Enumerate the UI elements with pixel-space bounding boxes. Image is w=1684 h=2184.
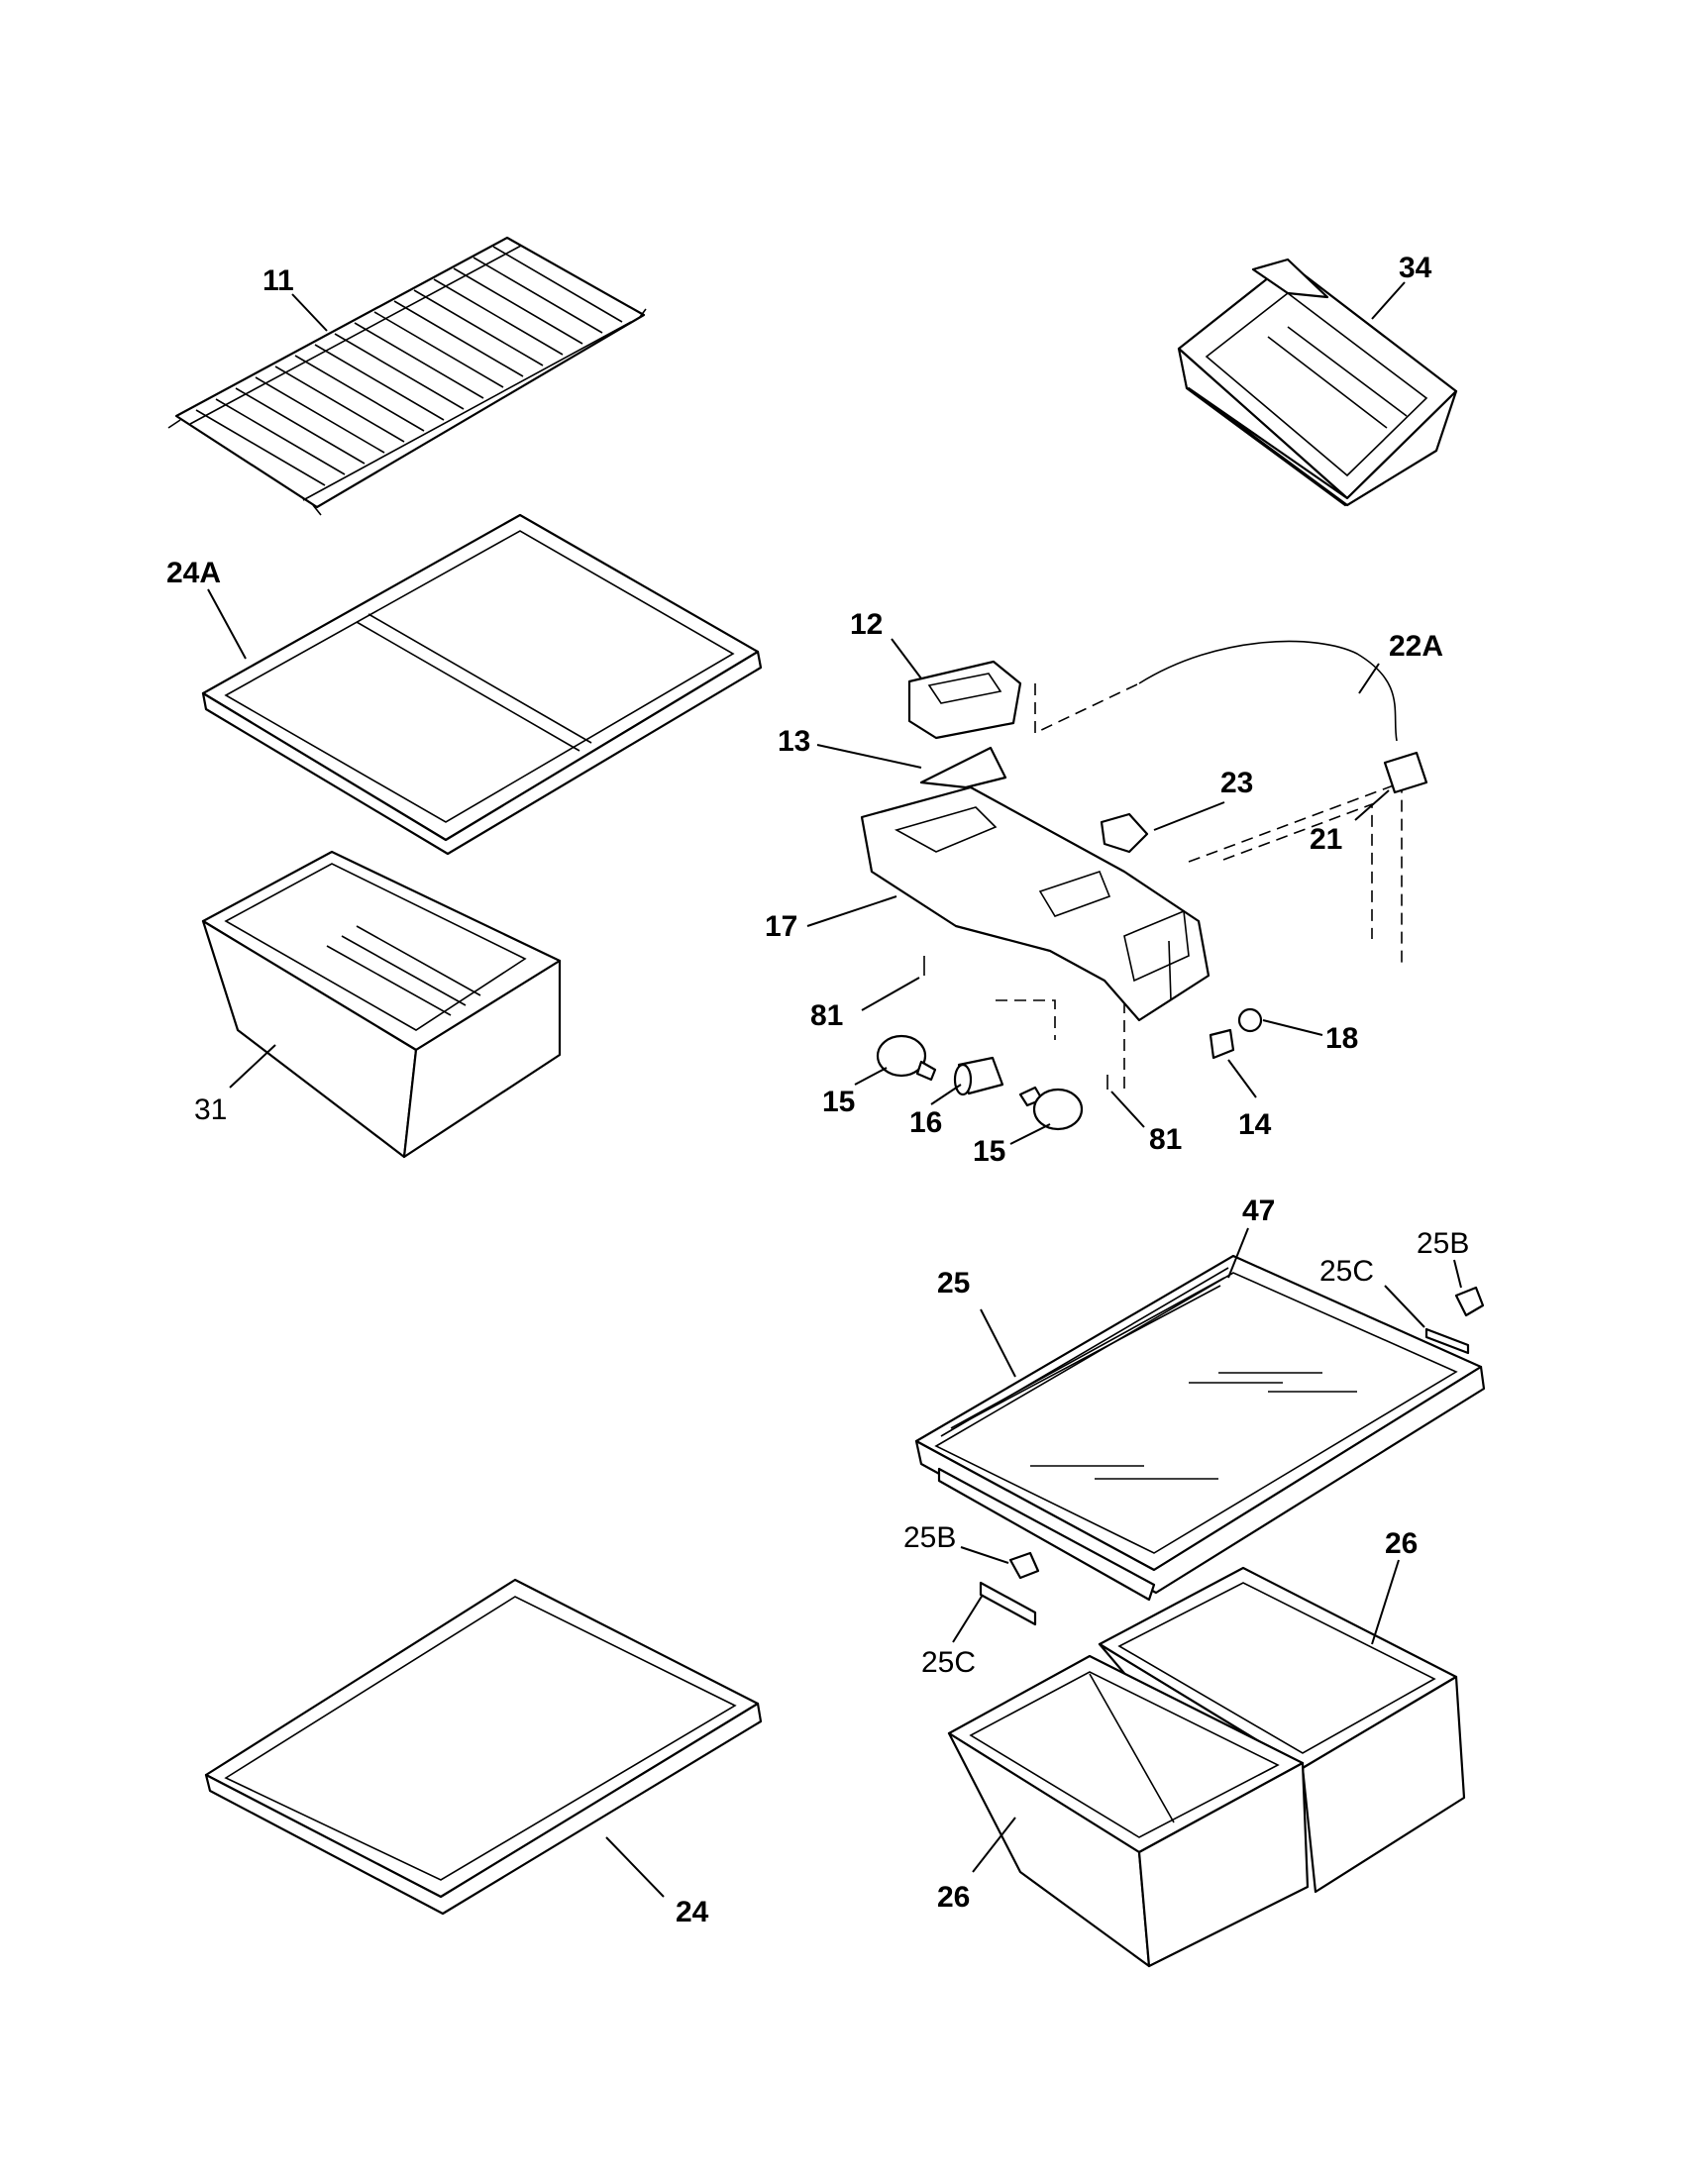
part-label-14: 14: [1238, 1108, 1272, 1141]
part-label-13: 13: [778, 725, 810, 758]
light-socket-part: [953, 1056, 1004, 1096]
light-bulb-upper-part: [876, 1034, 937, 1082]
part-label-15-upper: 15: [822, 1086, 855, 1118]
thermostat-part: [1383, 751, 1428, 794]
light-bulb-lower-part: [1018, 1086, 1084, 1131]
part-label-81-left: 81: [810, 999, 843, 1032]
crisper-drawer-left-part: [947, 1654, 1310, 1968]
part-label-23: 23: [1220, 767, 1253, 799]
shelf-slide-bracket-mid-part: [979, 1581, 1037, 1626]
part-label-11: 11: [263, 264, 294, 297]
part-label-17: 17: [765, 910, 797, 943]
part-label-26-top: 26: [1385, 1527, 1418, 1560]
part-label-12: 12: [850, 608, 883, 641]
crisper-drawer-part: [201, 850, 562, 1159]
part-label-22a: 22A: [1389, 630, 1443, 663]
part-label-25c-mid: 25C: [921, 1646, 976, 1679]
light-housing-part: [860, 785, 1210, 1022]
light-cover-part: [907, 660, 1022, 740]
part-label-16: 16: [909, 1106, 942, 1139]
control-part: [1100, 812, 1149, 854]
part-label-24: 24: [676, 1896, 709, 1928]
shelf-slide-clip-top-part: [1454, 1286, 1485, 1317]
shelf-slide-clip-mid-part: [1008, 1551, 1040, 1580]
part-label-25b-mid: 25B: [903, 1521, 956, 1554]
glass-shelf-part: [204, 1578, 763, 1916]
part-label-31: 31: [194, 1093, 227, 1126]
part-label-24a: 24A: [166, 557, 221, 589]
part-label-25: 25: [937, 1267, 970, 1300]
door-bin-part: [1177, 258, 1458, 507]
part-label-18: 18: [1325, 1022, 1358, 1055]
part-label-81-right: 81: [1149, 1123, 1182, 1156]
part-label-15-lower: 15: [973, 1135, 1005, 1168]
grommet-part: [1237, 1007, 1263, 1033]
part-label-25b-top: 25B: [1417, 1227, 1469, 1260]
part-label-34: 34: [1399, 252, 1432, 284]
part-label-47: 47: [1242, 1195, 1275, 1227]
shelf-slide-bracket-top-part: [1424, 1327, 1470, 1355]
part-label-26-bottom: 26: [937, 1881, 970, 1914]
wire-shelf-part: [167, 236, 647, 516]
part-label-25c-top: 25C: [1319, 1255, 1374, 1288]
part-label-21: 21: [1310, 823, 1342, 856]
lens-part: [919, 746, 1007, 789]
slide-out-glass-shelf-part: [914, 1254, 1486, 1602]
switch-part: [1209, 1028, 1235, 1060]
split-glass-shelf-part: [201, 513, 763, 856]
